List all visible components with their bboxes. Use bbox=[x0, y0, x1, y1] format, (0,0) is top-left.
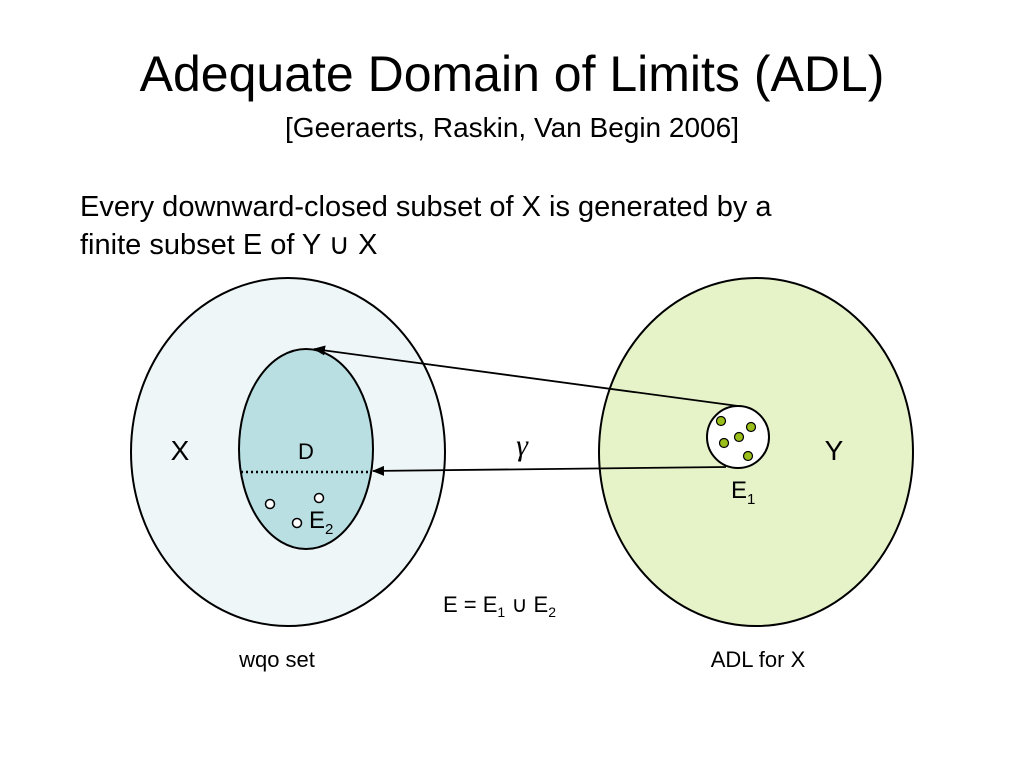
e2-element-dot bbox=[291, 517, 303, 529]
e2-label: E2 bbox=[309, 507, 333, 538]
generator-dot bbox=[718, 437, 730, 449]
generator-dot bbox=[715, 415, 727, 427]
set-y-label: Y bbox=[825, 435, 844, 466]
generator-dot bbox=[745, 421, 757, 433]
union-equation: E = E1 ∪ E2 bbox=[443, 592, 556, 620]
gamma-arrow-top bbox=[313, 345, 739, 407]
slide-subtitle: [Geeraerts, Raskin, Van Begin 2006] bbox=[285, 112, 739, 143]
e2-element-dot bbox=[313, 492, 325, 504]
body-line-1: Every downward-closed subset of X is gen… bbox=[80, 191, 772, 223]
downward-closed-set-ellipse bbox=[238, 348, 374, 550]
slide-body: Every downward-closed subset of X is gen… bbox=[80, 188, 960, 264]
e1-label: E1 bbox=[731, 477, 755, 508]
e2-element-dot bbox=[264, 498, 276, 510]
set-x-label: X bbox=[171, 435, 190, 466]
generator-dot bbox=[733, 431, 745, 443]
wqo-set-caption: wqo set bbox=[238, 647, 315, 672]
body-line-2: finite subset E of Y ∪ X bbox=[80, 229, 378, 261]
generator-dot bbox=[742, 450, 754, 462]
set-d-label: D bbox=[298, 439, 314, 464]
gamma-arrow-bottom bbox=[372, 465, 727, 476]
adl-caption: ADL for X bbox=[711, 647, 806, 672]
slide-title: Adequate Domain of Limits (ADL) bbox=[139, 46, 885, 102]
gamma-symbol: γ bbox=[516, 429, 529, 462]
